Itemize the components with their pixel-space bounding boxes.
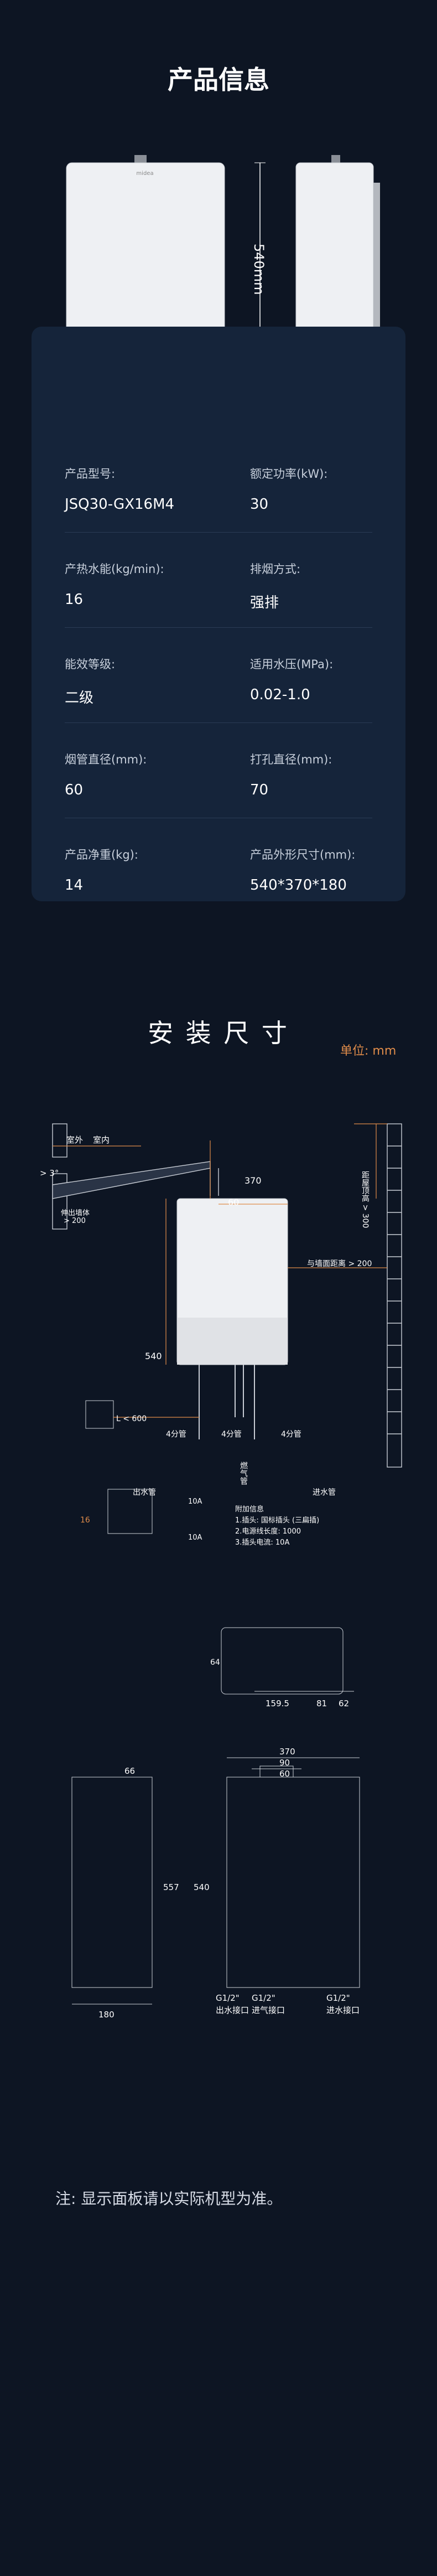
front-g3: G1/2" [326, 1993, 350, 2003]
pipe-label-3: 4分管 [281, 1430, 301, 1439]
spec-label: 产品型号: [65, 467, 116, 481]
w60-label: 60 [228, 1197, 240, 1207]
angle-label: > 3° [40, 1168, 59, 1178]
side-d66: 66 [124, 1766, 136, 1776]
spec-label: 排烟方式: [250, 562, 301, 576]
brand-logo: midea [136, 171, 153, 177]
spec-label: 适用水压(MPa): [250, 658, 334, 671]
spec-row: 烟管直径(mm): 60 打孔直径(mm): 70 [32, 723, 405, 818]
front-w60: 60 [279, 1769, 290, 1779]
bottom-d159: 159.5 [266, 1699, 289, 1708]
pipe-label-2: 4分管 [221, 1430, 242, 1439]
w370-label: 370 [244, 1175, 262, 1186]
l600-label: L < 600 [116, 1415, 147, 1423]
spec-label: 打孔直径(mm): [250, 753, 332, 766]
specs-card: 产品型号: JSQ30-GX16M4 额定功率(kW): 30 产热水能(kg/mi… [32, 327, 405, 901]
spec-value: 0.02-1.0 [250, 686, 310, 703]
h540-label: 540 [145, 1351, 162, 1361]
indoor-label: 室内 [93, 1135, 110, 1145]
unit-label: 单位: mm [340, 1044, 397, 1058]
extend-label: 伸出墙体 [61, 1209, 90, 1217]
socket-16-label: 16 [80, 1516, 90, 1525]
front-g1: G1/2" [216, 1993, 240, 2003]
gas-pipe-label: 燃气管 [239, 1462, 248, 1485]
spec-row: 产品净重(kg): 14 产品外形尺寸(mm): 540*370*180 [32, 818, 405, 913]
front-h540: 540 [194, 1882, 210, 1892]
height-dimension: 540mm [251, 244, 267, 295]
spec-row: 能效等级: 二级 适用水压(MPa): 0.02-1.0 [32, 628, 405, 723]
front-w90: 90 [279, 1758, 290, 1768]
bottom-h64: 64 [210, 1658, 220, 1667]
side-gap-label: 与墙面距离 > 200 [307, 1259, 372, 1268]
front-g3-label: 进水接口 [326, 2005, 360, 2015]
info-title: 附加信息 [235, 1505, 264, 1514]
front-g2-label: 进气接口 [252, 2005, 285, 2015]
ceiling-label: 距屋顶高 > 300 [361, 1171, 370, 1228]
spec-label: 能效等级: [65, 658, 116, 671]
front-g2: G1/2" [252, 1993, 275, 2003]
spec-value: 16 [65, 591, 84, 608]
side-w180: 180 [98, 2010, 115, 2020]
bottom-note: 注: 显示面板请以实际机型为准。 [55, 2190, 283, 2208]
pipe-label-1: 4分管 [166, 1430, 186, 1439]
spec-value: 70 [250, 782, 269, 798]
spec-value: 强排 [250, 595, 279, 611]
info-3: 3.插头电流: 10A [235, 1539, 290, 1547]
side-h557: 557 [163, 1882, 179, 1892]
spec-value: 540*370*180 [250, 877, 347, 894]
spec-label: 产品净重(kg): [65, 848, 138, 861]
inlet-label: 进水管 [313, 1488, 336, 1497]
extend-value: > 200 [64, 1217, 86, 1225]
socket-10a-2: 10A [188, 1534, 202, 1542]
front-w370: 370 [279, 1747, 295, 1757]
page-title: 产品信息 [168, 65, 269, 95]
spec-label: 额定功率(kW): [250, 467, 328, 481]
bottom-d62: 62 [339, 1699, 350, 1708]
spec-value: 14 [65, 877, 84, 894]
spec-value: 60 [65, 782, 84, 798]
spec-row: 产热水能(kg/min): 16 排烟方式: 强排 [32, 533, 405, 628]
outlet-label: 出水管 [133, 1488, 156, 1497]
spec-value: JSQ30-GX16M4 [65, 496, 175, 513]
spec-value: 二级 [65, 690, 94, 706]
spec-label: 产热水能(kg/min): [65, 562, 164, 576]
spec-label: 产品外形尺寸(mm): [250, 848, 356, 861]
socket-10a-1: 10A [188, 1498, 202, 1506]
install-diagram [52, 1123, 402, 2005]
front-g1-label: 出水接口 [216, 2005, 249, 2015]
spec-value: 30 [250, 496, 269, 513]
info-1: 1.插头: 国标插头 (三扁插) [235, 1516, 320, 1525]
spec-row: 产品型号: JSQ30-GX16M4 额定功率(kW): 30 [32, 437, 405, 533]
bottom-d81: 81 [316, 1699, 327, 1708]
install-title: 安 装 尺 寸 [148, 1018, 289, 1048]
info-2: 2.电源线长度: 1000 [235, 1527, 301, 1536]
outdoor-label: 室外 [66, 1135, 84, 1145]
spec-label: 烟管直径(mm): [65, 753, 147, 766]
